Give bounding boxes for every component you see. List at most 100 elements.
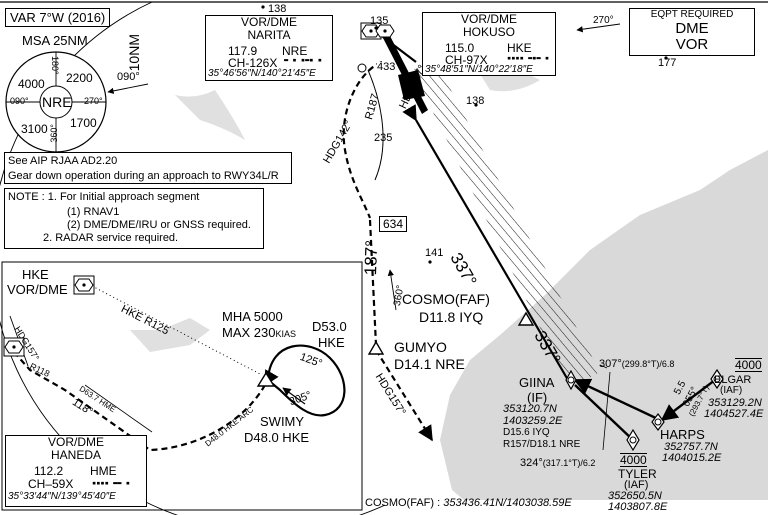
leg-324: 324°(317.1°T)/6.2	[520, 457, 596, 469]
gumyo-dist: D14.1 NRE	[394, 356, 465, 372]
harps-lat: 352757.7N	[664, 441, 718, 453]
hdg142-track	[342, 60, 383, 219]
note-l4: 2. RADAR service required.	[43, 232, 179, 244]
note-l2: (1) RNAV1	[67, 206, 120, 218]
narita-morse: ▬ ▪ ▪▬▪ ▪	[284, 56, 322, 64]
hokuso-freq: 115.0	[445, 41, 475, 55]
hke-arc	[149, 369, 279, 452]
haneda-ident: HME	[90, 464, 117, 478]
holding-pattern	[266, 344, 346, 417]
elgar-sub: (IAF)	[720, 385, 743, 396]
range-10nm: 10NM	[126, 34, 142, 72]
tyler-lat: 352650.5N	[608, 490, 662, 502]
giina-lon: 1403259.2E	[503, 415, 563, 427]
swimy-fix	[256, 371, 276, 387]
msa-090: 090°	[10, 96, 29, 106]
haneda-freq: 112.2	[34, 464, 64, 478]
haneda-channel: CH–59X	[28, 477, 74, 491]
gumyo-fix	[367, 340, 385, 355]
eqpt-required-box: EQPT REQUIRED DME VOR	[629, 8, 755, 56]
inset-frame	[1, 261, 363, 511]
eqpt-title: EQPT REQUIRED	[650, 9, 734, 20]
d53: D53.0	[312, 319, 347, 334]
cosmo-fix	[517, 311, 535, 326]
narita-channel: CH-126X	[228, 56, 278, 70]
elev-433: 433	[377, 61, 396, 73]
msa-ne: 2200	[66, 71, 93, 85]
giina-lat: 353120.7N	[503, 403, 557, 415]
eqpt-bearing: 270°	[593, 15, 614, 26]
harps-name: HARPS	[660, 427, 705, 442]
msa-title: MSA 25NM	[22, 33, 88, 48]
narita-vordme-box: VOR/DME NARITA 117.9 NRE CH-126X ▬ ▪ ▪▬▪…	[205, 15, 333, 81]
elev-138b: 138	[466, 95, 485, 107]
haneda-morse: ▪▪▪▪ ▬▬ ▪	[92, 479, 130, 487]
tyler-waypoint	[626, 428, 640, 452]
elev-141: 141	[425, 247, 444, 259]
msa-270: 270°	[84, 96, 103, 106]
note-l3: (2) DME/DME/IRU or GNSS required.	[67, 219, 251, 231]
leg-307: 307°(299.8°T)/6.8	[599, 358, 675, 370]
aip-line2: Gear down operation during an approach t…	[8, 170, 279, 182]
elev-135: 135	[370, 15, 389, 27]
giina-d1: D15.6 IYQ	[503, 427, 550, 438]
tyler-alt: 4000	[620, 453, 647, 467]
track-187	[368, 219, 378, 346]
hokuso-name: HOKUSO	[462, 25, 515, 39]
tyler-sub: (IAF)	[624, 479, 649, 491]
narita-ident: NRE	[282, 44, 308, 58]
hke-inset-vordme-icon	[73, 275, 95, 295]
course-187: 187°	[361, 239, 382, 276]
hokuso-type: VOR/DME	[460, 12, 517, 26]
aip-line1: See AIP RJAA AD2.20	[8, 155, 118, 167]
elev-138a: 138	[268, 3, 287, 15]
elgar-name: ELGAR	[714, 374, 752, 386]
hokuso-morse: ▪▪▪▪ ▬▪▬ ▪	[507, 54, 550, 62]
giina-name: GIINA	[519, 375, 555, 390]
eqpt-arrow	[576, 23, 621, 33]
inset-hke: HKE	[22, 267, 49, 282]
elgar-waypoint	[710, 368, 724, 390]
harps-lon: 1404015.2E	[662, 452, 722, 464]
hokuso-channel: CH-97X	[445, 53, 488, 67]
giina-d2: R157/D18.1 NRE	[503, 439, 581, 450]
leg-tyler-giina	[574, 384, 634, 441]
final-course-337	[402, 104, 569, 381]
final-approach-hatch	[412, 60, 600, 388]
msa-se: 1700	[70, 116, 97, 130]
hokuso-coords: 35°48′51″N/140°22′18″E	[425, 64, 533, 75]
coastline-area	[440, 150, 768, 500]
runway-area	[398, 70, 425, 100]
swimy-name: SWIMY	[260, 414, 305, 429]
inset-hke-vordme: VOR/DME	[7, 282, 68, 297]
giina-sub: (IF)	[527, 390, 548, 405]
haneda-route	[13, 351, 151, 451]
leg-elgar-harps	[660, 379, 716, 422]
hokuso-ident: HKE	[507, 41, 532, 55]
elgar-alt: 4000	[735, 358, 762, 372]
msa-nw: 4000	[18, 77, 45, 91]
elgar-lon: 1404527.4E	[704, 408, 764, 420]
elev-634: 634	[379, 216, 408, 232]
haneda-vordme-icon	[3, 337, 25, 357]
leader-324	[602, 371, 611, 451]
haneda-name: HANEDA	[50, 448, 101, 462]
msa-180: 180°	[50, 56, 60, 75]
note-l1: NOTE : 1. For Initial approach segment	[8, 191, 200, 203]
aip-note: See AIP RJAA AD2.20 Gear down operation …	[4, 152, 292, 184]
cosmo-footer: COSMO(FAF) : 353436.41N/1403038.59E	[365, 497, 572, 509]
eqpt-dme: DME	[675, 20, 709, 37]
harps-waypoint	[651, 413, 665, 431]
cosmo-name: COSMO(FAF)	[402, 291, 490, 307]
hokuso-vordme-icon	[375, 24, 395, 38]
msa-360: 360°	[49, 124, 59, 143]
msa-sw: 3100	[21, 122, 48, 136]
haneda-type: VOR/DME	[47, 435, 104, 449]
tyler-name: TYLER	[618, 467, 657, 481]
mha: MHA 5000	[222, 309, 283, 324]
elev-235: 235	[374, 132, 393, 144]
note-box: NOTE : 1. For Initial approach segment (…	[4, 188, 264, 249]
r187-radial	[367, 69, 384, 181]
